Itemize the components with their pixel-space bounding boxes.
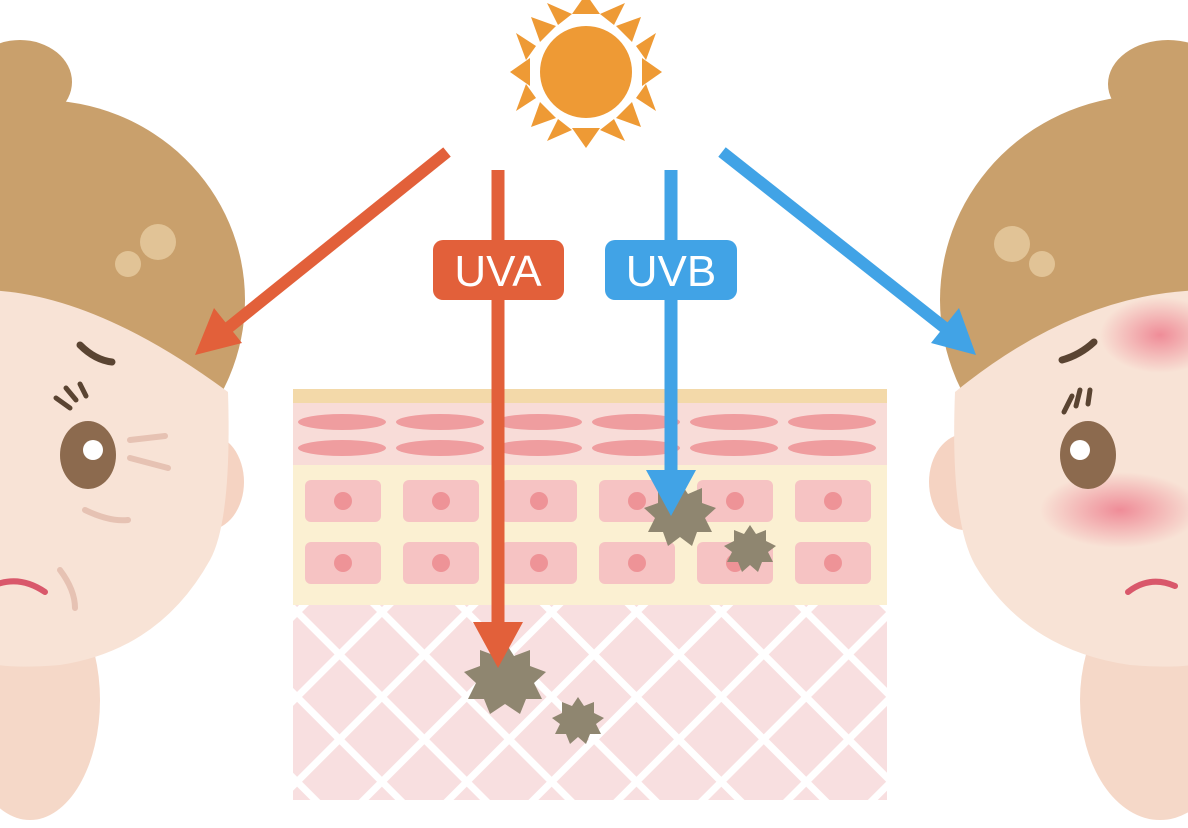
- left-cheek-wrinkle-1: [82, 507, 131, 524]
- uva-ray-to-face: [195, 147, 451, 355]
- right-mouth: [1125, 578, 1178, 595]
- dermis-collagen-layer: [293, 605, 887, 800]
- damage-spot-icon: [464, 642, 546, 714]
- left-cheek-wrinkle-2: [57, 567, 78, 611]
- left-eyebrow: [76, 341, 116, 366]
- uvb-ray-into-skin: [646, 170, 696, 516]
- uvb-label-badge: UVB: [605, 240, 737, 300]
- epidermis-layer: [293, 465, 887, 605]
- uva-label: UVA: [454, 247, 542, 296]
- sun-core: [540, 26, 632, 118]
- aged-face-icon: [0, 40, 245, 820]
- right-eyelashes: [1061, 387, 1093, 415]
- epidermis-cells: [305, 480, 871, 584]
- stratum-corneum-layer: [293, 403, 887, 465]
- right-forehead-redness: [1100, 297, 1188, 373]
- left-crow-feet-wrinkles: [127, 433, 171, 471]
- right-eye-highlight: [1070, 440, 1090, 460]
- uvb-ray-to-face: [718, 147, 976, 355]
- right-eyebrow: [1058, 338, 1098, 364]
- damage-spot-icon: [552, 697, 604, 744]
- left-eye-highlight: [83, 440, 103, 460]
- right-hair-shine-1: [994, 226, 1030, 262]
- left-eyelashes: [53, 381, 89, 411]
- sunburn-face-icon: [929, 40, 1188, 820]
- right-cheek-redness: [1040, 472, 1188, 548]
- skin-cross-section: [293, 389, 887, 800]
- left-hair-shine-1: [140, 224, 176, 260]
- left-mouth: [0, 578, 48, 595]
- damage-spot-icon: [724, 525, 776, 572]
- flat-cells: [298, 414, 876, 456]
- uva-label-badge: UVA: [433, 240, 564, 300]
- left-hair-shine-2: [115, 251, 141, 277]
- right-hair-shine-2: [1029, 251, 1055, 277]
- left-face-skin: [0, 290, 229, 667]
- sun-icon: [510, 0, 662, 148]
- skin-surface-layer: [293, 389, 887, 403]
- uvb-label: UVB: [626, 247, 716, 296]
